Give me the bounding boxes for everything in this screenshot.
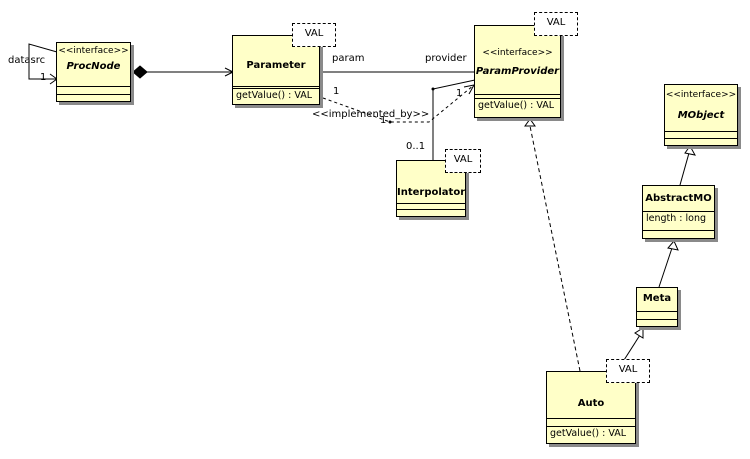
implemented-by-mult-a: 1 xyxy=(380,115,387,126)
auto-attributes xyxy=(547,418,635,426)
parameter-name: Parameter xyxy=(246,60,306,71)
realization-triangle xyxy=(524,118,536,127)
meta-abstractmo-generalization xyxy=(658,247,673,288)
interpolator-attributes xyxy=(397,203,465,209)
class-parameter[interactable]: Parameter getValue() : VAL xyxy=(232,35,320,105)
mobject-operations xyxy=(665,138,737,146)
procnode-attributes xyxy=(57,86,130,94)
meta-attributes xyxy=(637,311,677,319)
mobject-generalization-triangle xyxy=(684,145,696,156)
meta-name: Meta xyxy=(642,293,672,304)
meta-operations xyxy=(637,319,677,327)
procnode-name: ProcNode xyxy=(66,61,121,72)
implemented-by-label: <<implemented_by>> xyxy=(312,109,430,120)
paramprovider-name: ParamProvider xyxy=(475,66,560,77)
composition-arrow-b xyxy=(224,71,234,77)
implemented-by-arrow-a xyxy=(463,84,475,88)
parameter-attributes xyxy=(233,86,319,88)
datasrc-association xyxy=(28,43,58,80)
abstractmo-operations xyxy=(643,230,714,239)
composition-arrow-a xyxy=(224,67,234,73)
class-auto[interactable]: Auto getValue() : VAL xyxy=(546,371,636,444)
parameter-operation: getValue() : VAL xyxy=(233,88,319,103)
interpolator-multiplicity: 0..1 xyxy=(406,141,426,152)
datasrc-arrow-a xyxy=(49,73,58,80)
composition-diamond xyxy=(132,65,148,79)
class-abstractmo[interactable]: AbstractMO length : long xyxy=(642,185,715,239)
class-paramprovider[interactable]: <<interface>> ParamProvider getValue() :… xyxy=(474,25,561,118)
auto-operation: getValue() : VAL xyxy=(547,426,635,441)
class-mobject[interactable]: <<interface>> MObject xyxy=(664,84,738,146)
impl-dot xyxy=(388,120,392,124)
procnode-stereotype: <<interface>> xyxy=(58,46,129,56)
abstractmo-mobject-generalization xyxy=(679,152,690,186)
parameter-template: VAL xyxy=(292,23,336,47)
implemented-by-arrow-b xyxy=(468,84,475,95)
datasrc-arrow-b xyxy=(49,78,58,85)
interpolator-name: Interpolator xyxy=(397,187,466,198)
provider-role-label: provider xyxy=(425,53,467,64)
paramprovider-stereotype: <<interface>> xyxy=(482,48,553,58)
mobject-name: MObject xyxy=(677,110,725,121)
auto-name: Auto xyxy=(577,398,605,409)
interp-branch-dot xyxy=(431,87,435,91)
paramprovider-attributes xyxy=(475,94,560,98)
class-meta[interactable]: Meta xyxy=(636,287,678,327)
abstractmo-attribute: length : long xyxy=(643,211,714,226)
mobject-attributes xyxy=(665,131,737,138)
abstractmo-name: AbstractMO xyxy=(645,193,712,204)
param-role-label: param xyxy=(332,53,365,64)
auto-template: VAL xyxy=(606,359,650,383)
auto-paramprovider-realization xyxy=(529,125,581,372)
mobject-stereotype: <<interface>> xyxy=(665,90,737,100)
interpolator-template: VAL xyxy=(445,149,481,173)
implemented-by-dependency xyxy=(322,84,475,123)
implemented-by-mult-param: 1 xyxy=(333,86,340,97)
datasrc-multiplicity: 1 xyxy=(40,72,47,83)
meta-generalization-triangle xyxy=(634,327,644,339)
paramprovider-operation: getValue() : VAL xyxy=(475,98,560,113)
paramprovider-template: VAL xyxy=(534,12,578,36)
implemented-by-mult-provider: 1 xyxy=(456,88,463,99)
procnode-operations xyxy=(57,94,130,102)
class-procnode[interactable]: <<interface>> ProcNode xyxy=(56,42,131,102)
interpolator-operations xyxy=(397,209,465,217)
abstractmo-generalization-triangle xyxy=(667,240,679,251)
datasrc-label: datasrc xyxy=(8,55,46,66)
